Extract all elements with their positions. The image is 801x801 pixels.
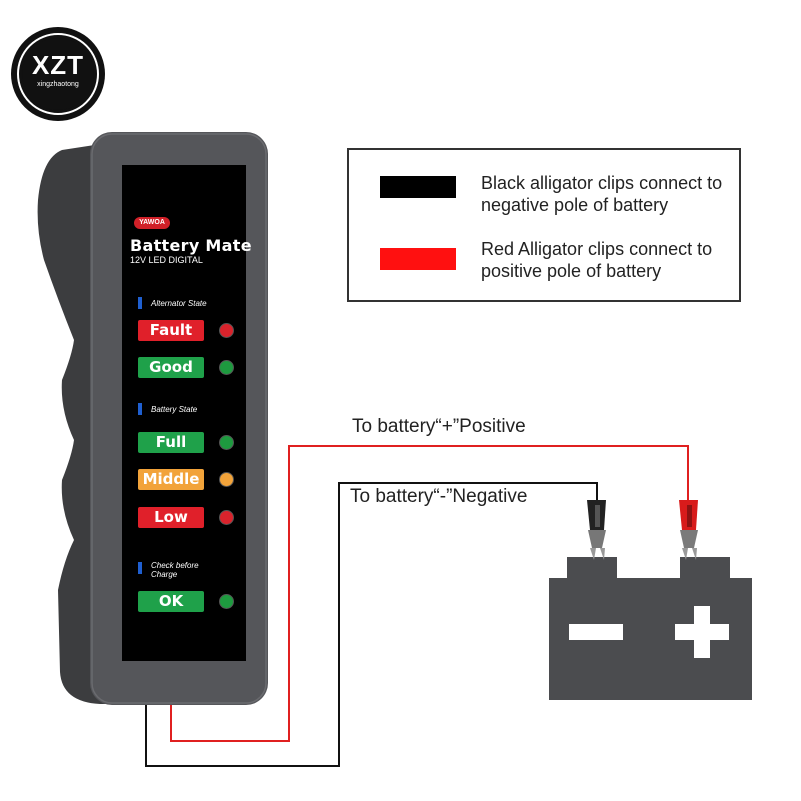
fault-led [219, 323, 234, 338]
alternator-section-marker [138, 297, 142, 309]
brand-badge [134, 217, 170, 229]
black-clip-icon [587, 500, 606, 560]
black-wire [145, 482, 598, 767]
device-name: Battery Mate [130, 236, 252, 255]
red-wire [170, 445, 689, 742]
full-led [219, 435, 234, 450]
legend-box: Black alligator clips connect to negativ… [347, 148, 741, 302]
logo-subtitle: xingzhaotong [37, 81, 79, 88]
full-indicator: Full [138, 432, 204, 453]
good-indicator: Good [138, 357, 204, 378]
brand-badge-text: YAWOA [139, 219, 165, 226]
red-clip-legend: Red Alligator clips connect to positive … [481, 239, 713, 281]
low-indicator: Low [138, 507, 204, 528]
check-section-label: Check before Charge [151, 561, 199, 579]
device-model: 12V LED DIGITAL [130, 255, 203, 265]
check-section-marker [138, 562, 142, 574]
logo-ring-icon [11, 27, 105, 121]
black-clip-legend: Black alligator clips connect to negativ… [481, 173, 723, 215]
good-led [219, 360, 234, 375]
middle-led [219, 472, 234, 487]
ok-indicator: OK [138, 591, 204, 612]
logo-title: XZT [31, 50, 85, 80]
battery-section-label: Battery State [151, 405, 198, 414]
middle-indicator: Middle [138, 469, 204, 490]
plus-icon [675, 606, 729, 658]
battery-section-marker [138, 403, 142, 415]
minus-icon [569, 624, 623, 640]
alternator-section-label: Alternator State [151, 299, 207, 308]
ok-led [219, 594, 234, 609]
brand-logo: XZT xingzhaotong [8, 24, 108, 124]
low-led [219, 510, 234, 525]
black-clip-swatch [380, 176, 456, 198]
red-clip-swatch [380, 248, 456, 270]
positive-wire-label: To battery“+”Positive [352, 416, 526, 437]
fault-indicator: Fault [138, 320, 204, 341]
red-clip-icon [679, 500, 698, 560]
negative-wire-label: To battery“-”Negative [350, 486, 528, 507]
